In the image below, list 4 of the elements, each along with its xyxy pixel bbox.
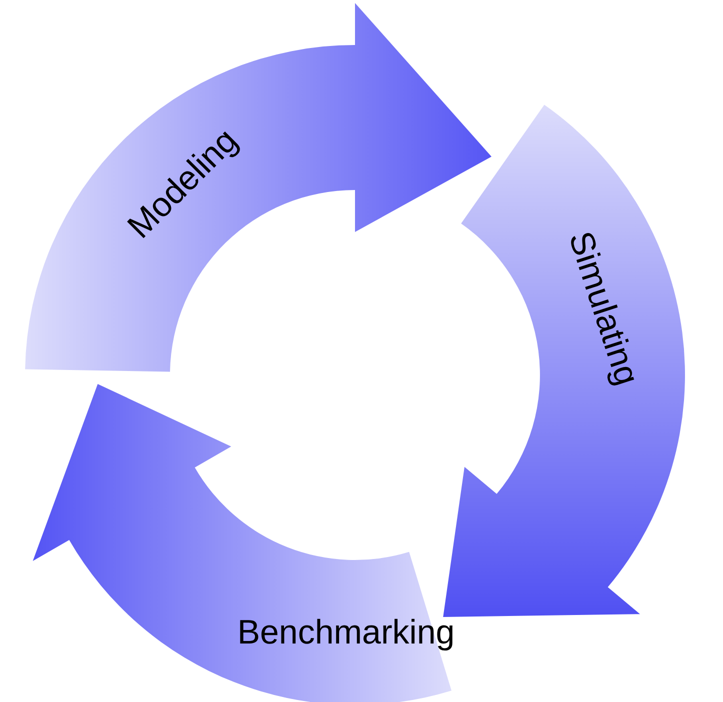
stage-label: Benchmarking [237,613,455,652]
curved-arrow-shape [443,104,684,617]
curved-arrow-shape [25,3,492,372]
curved-arrow-shape [32,384,452,702]
